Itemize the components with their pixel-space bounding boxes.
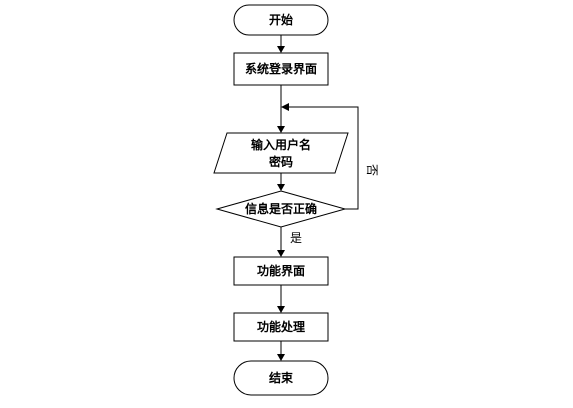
- login-page-label: 系统登录界面: [245, 61, 317, 76]
- function-page-node: 功能界面: [233, 256, 329, 286]
- no-label: 否: [365, 164, 379, 176]
- end-node: 结束: [233, 360, 329, 396]
- input-node: 输入用户名 密码: [213, 132, 349, 174]
- input-label-line2: 密码: [269, 154, 293, 169]
- start-label: 开始: [269, 12, 293, 27]
- edge-start-to-login: [277, 35, 285, 53]
- function-process-label: 功能处理: [257, 319, 305, 334]
- yes-label: 是: [290, 231, 302, 245]
- decision-node: 信息是否正确: [215, 190, 347, 228]
- edge-function-page-to-process: [277, 285, 285, 313]
- edge-login-to-input: [277, 85, 285, 133]
- start-node: 开始: [233, 4, 329, 36]
- edge-process-to-end: [277, 341, 285, 361]
- decision-label: 信息是否正确: [245, 201, 317, 216]
- edge-no-loop: [281, 103, 359, 210]
- login-page-node: 系统登录界面: [233, 52, 329, 86]
- edge-decision-to-function-page: [277, 227, 285, 257]
- input-label-line1: 输入用户名: [251, 137, 311, 152]
- edge-input-to-decision: [277, 173, 285, 191]
- function-page-label: 功能界面: [257, 263, 305, 278]
- end-label: 结束: [269, 370, 294, 385]
- function-process-node: 功能处理: [233, 312, 329, 342]
